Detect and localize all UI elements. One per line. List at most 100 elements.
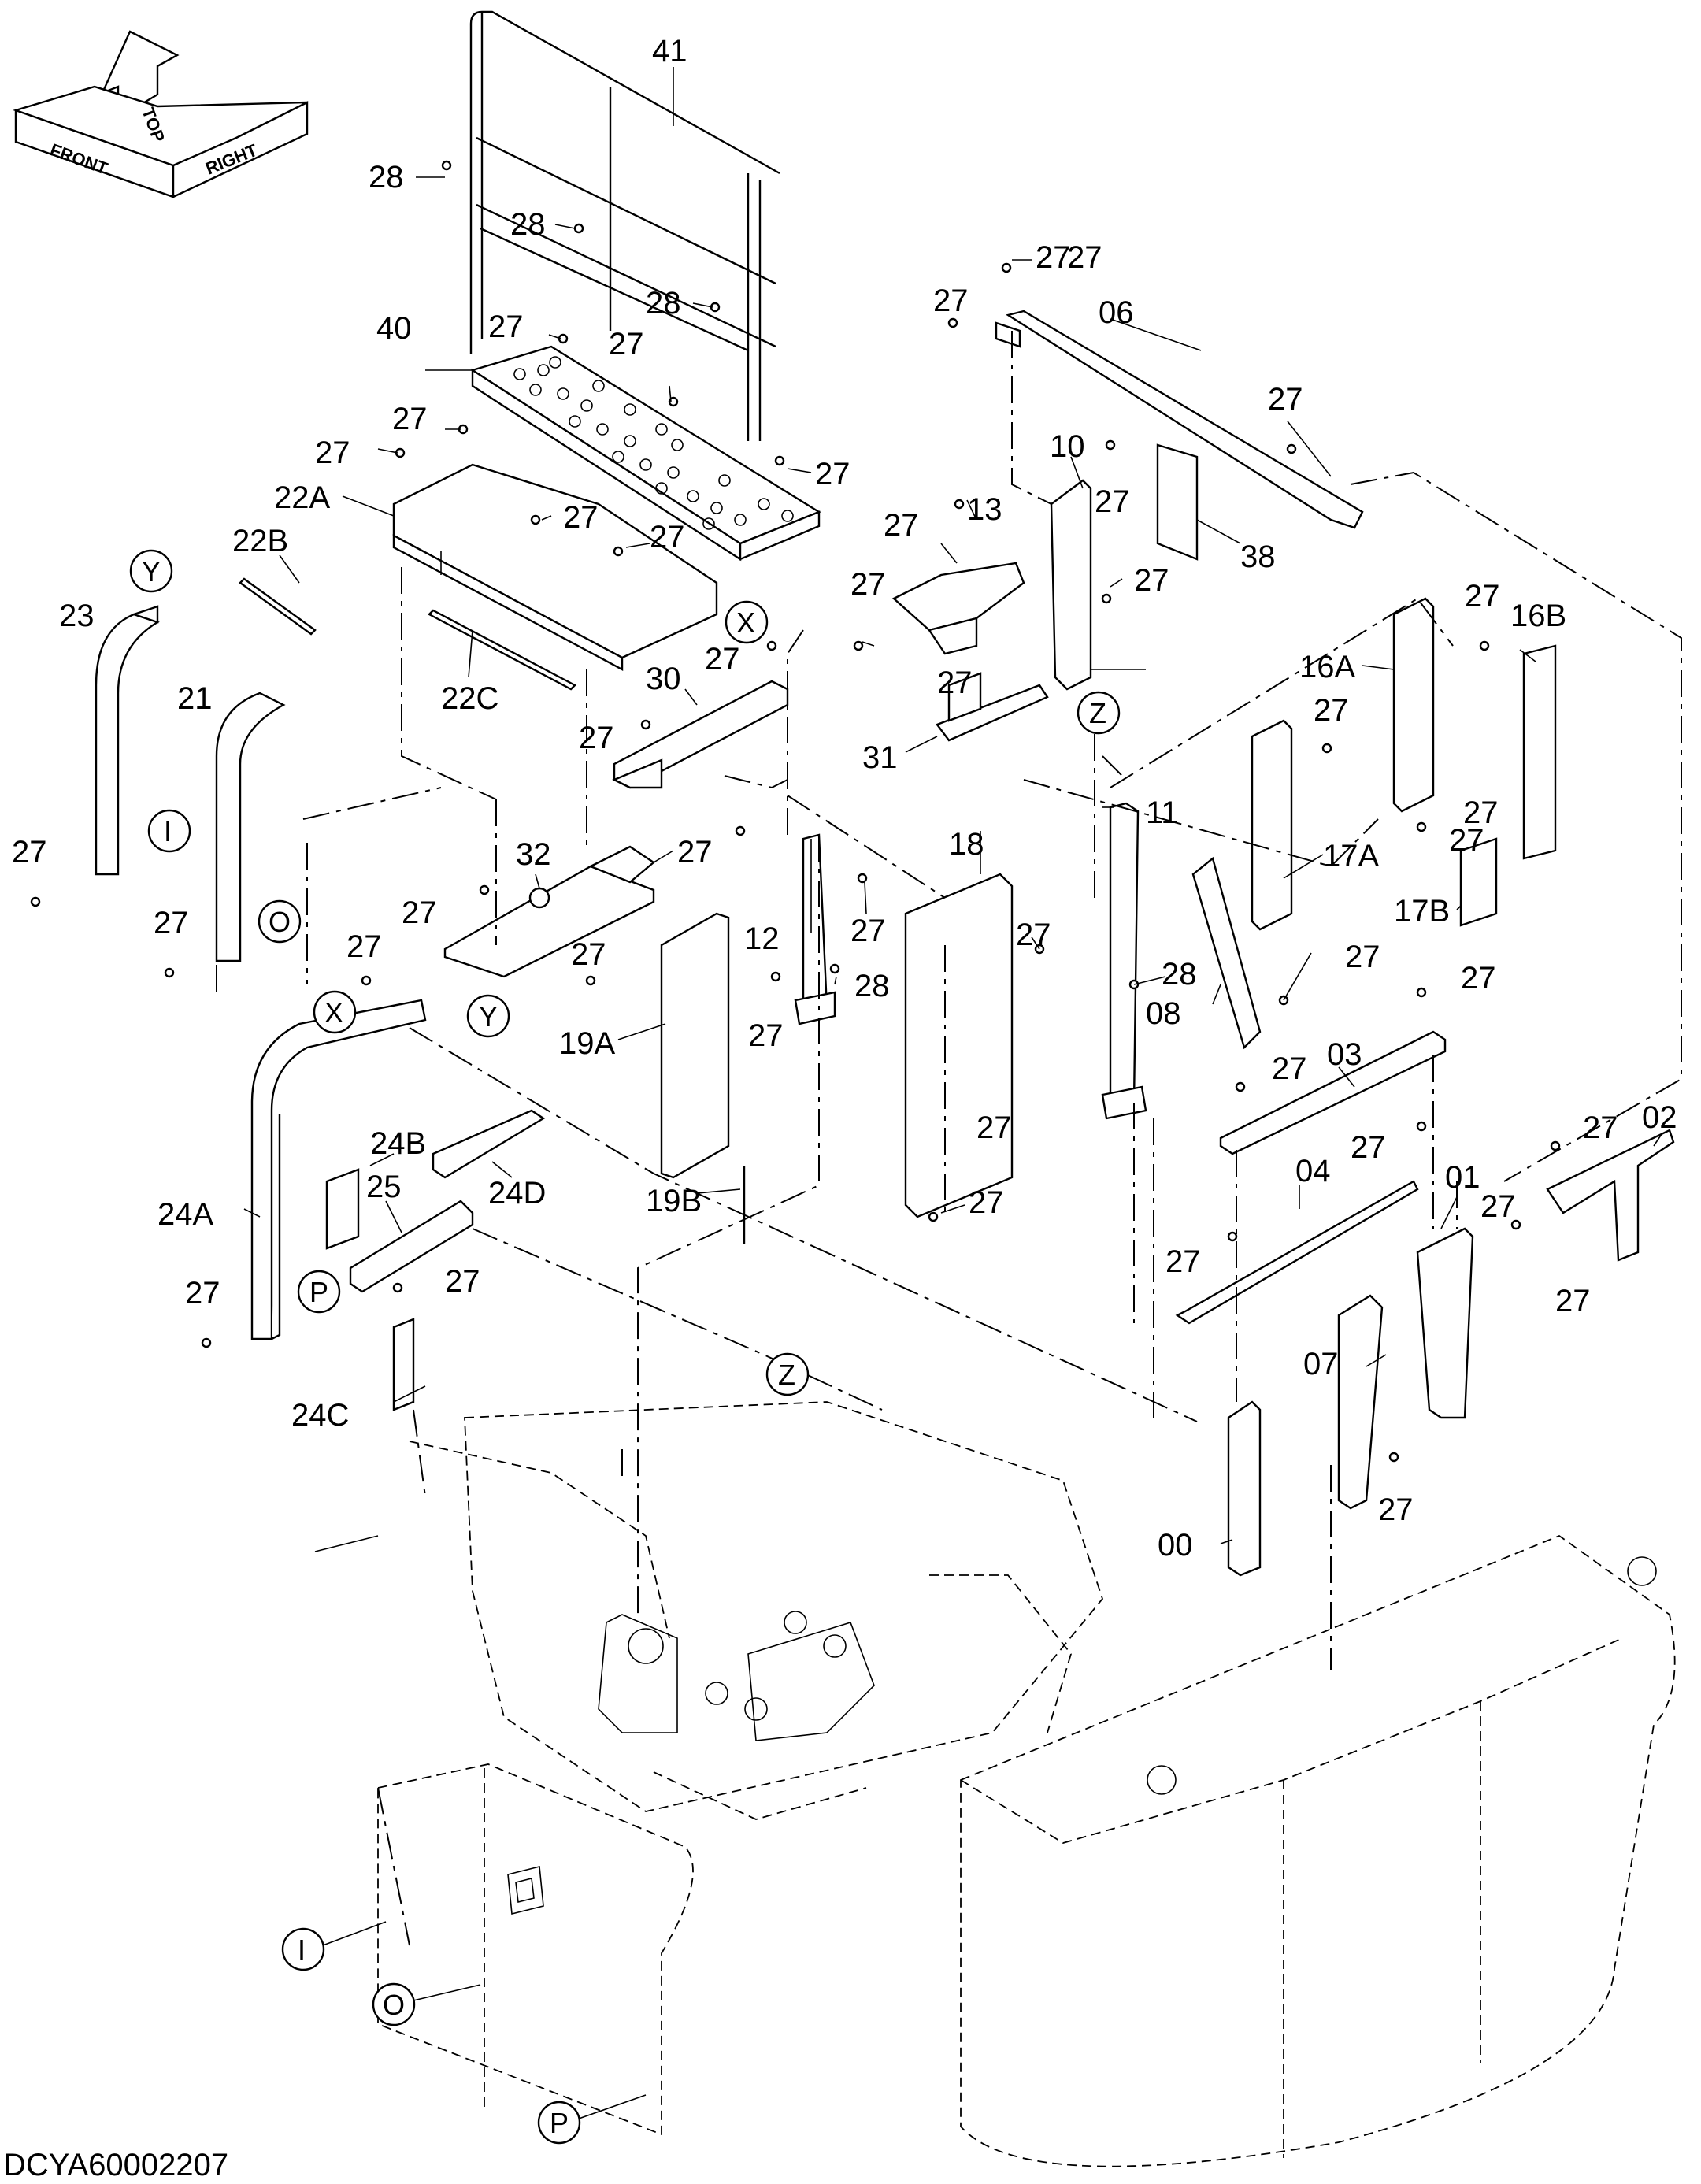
callout-labels: 41 28 28 28 27 27 27 27 27 27 27 27 40 2… [12, 34, 1677, 1563]
callout-27: 27 [315, 436, 350, 470]
callout-27: 27 [1036, 240, 1071, 275]
marker-z-top: Z [1077, 691, 1121, 735]
part-38-plate [1156, 443, 1199, 561]
svg-text:27: 27 [1465, 579, 1500, 614]
callout-27: 27 [579, 721, 614, 755]
callout-30: 30 [646, 662, 681, 696]
svg-text:27: 27 [969, 1185, 1004, 1220]
svg-text:27: 27 [1555, 1284, 1591, 1318]
callout-12: 12 [744, 921, 780, 956]
svg-text:P: P [550, 2107, 569, 2139]
callout-28: 28 [854, 969, 890, 1003]
marker-y-top: Y [129, 549, 173, 593]
svg-text:27: 27 [677, 835, 713, 870]
callout-01: 01 [1445, 1160, 1480, 1195]
svg-text:I: I [298, 1934, 306, 1966]
diagram-id: DCYA60002207 [3, 2148, 228, 2182]
svg-text:Y: Y [142, 555, 161, 588]
callout-22a: 22A [274, 480, 330, 515]
callout-27: 27 [815, 457, 850, 491]
part-06-beam [995, 310, 1364, 529]
part-13-step [891, 562, 1025, 655]
callout-38: 38 [1240, 540, 1276, 574]
callout-24c: 24C [291, 1398, 349, 1433]
marker-y-mid: Y [466, 994, 510, 1038]
part-16a-plate [1392, 597, 1435, 813]
callout-40: 40 [376, 311, 412, 346]
part-12-post [794, 833, 836, 1025]
exploded-leader-lines [216, 331, 1682, 1946]
callout-27: 27 [884, 508, 919, 543]
callout-23: 23 [59, 599, 94, 633]
marker-z-lower: Z [765, 1352, 810, 1396]
svg-text:27: 27 [346, 929, 382, 964]
callout-32: 32 [516, 837, 551, 872]
marker-x-mid: X [313, 990, 357, 1034]
callout-27: 27 [609, 327, 644, 362]
callout-27: 27 [850, 567, 886, 602]
callout-28: 28 [369, 160, 404, 195]
part-08-brace [1191, 856, 1262, 1050]
part-00-post [1227, 1400, 1262, 1577]
bolt-markers [30, 160, 1561, 1463]
callout-27: 27 [650, 520, 685, 554]
svg-text:27: 27 [1016, 918, 1051, 952]
callout-21: 21 [177, 681, 213, 716]
callout-00: 00 [1158, 1528, 1193, 1563]
callout-27: 27 [488, 310, 524, 344]
svg-text:27: 27 [1583, 1111, 1618, 1145]
callout-22c: 22C [441, 681, 498, 716]
part-17a-plate [1251, 719, 1293, 931]
marker-i-lower: I [281, 1927, 325, 1971]
part-01-bracket [1416, 1227, 1474, 1419]
callout-11: 11 [1146, 795, 1179, 830]
part-04-bar [1175, 1180, 1419, 1325]
callout-24d: 24D [488, 1176, 546, 1211]
svg-text:X: X [324, 996, 343, 1029]
part-16b-pad [1522, 644, 1557, 860]
part-11-post [1101, 802, 1147, 1120]
marker-p-mid: P [297, 1270, 341, 1314]
svg-text:27: 27 [850, 914, 886, 948]
svg-text:27: 27 [571, 937, 606, 972]
side-cover [377, 1763, 694, 2136]
svg-text:27: 27 [1480, 1189, 1516, 1224]
svg-text:27: 27 [1345, 940, 1380, 974]
part-24b-pad [325, 1168, 360, 1250]
part-24d-pad [432, 1109, 546, 1179]
callout-24a: 24A [158, 1197, 213, 1232]
callout-27: 27 [1268, 382, 1303, 417]
svg-text:27: 27 [445, 1264, 480, 1299]
svg-text:27: 27 [1067, 240, 1102, 275]
part-02-bracket [1546, 1129, 1675, 1262]
part-30-beam [612, 680, 789, 789]
callout-10: 10 [1050, 429, 1085, 464]
part-22a-floor-plate [392, 463, 718, 672]
callout-17b: 17B [1394, 894, 1450, 929]
callout-08: 08 [1146, 996, 1181, 1031]
part-19a-plate [660, 912, 730, 1179]
part-23-pillar [94, 605, 160, 876]
callout-41: 41 [652, 34, 687, 69]
svg-text:27: 27 [1378, 1492, 1414, 1527]
svg-text:27: 27 [12, 835, 47, 870]
svg-text:27: 27 [748, 1018, 784, 1053]
svg-text:27: 27 [1166, 1244, 1201, 1279]
callout-13: 13 [967, 492, 1002, 527]
marker-o-lower: O [372, 1982, 416, 2026]
part-41-handrail [469, 10, 780, 441]
part-17b-pad [1459, 837, 1498, 927]
svg-text:27: 27 [402, 895, 437, 930]
part-21-pillar [215, 692, 286, 962]
svg-text:I: I [164, 815, 172, 847]
callout-19a: 19A [559, 1026, 615, 1061]
part-31-bracket [936, 672, 1049, 742]
part-03-bar [1219, 1030, 1447, 1155]
part-18-plate [904, 873, 1014, 1218]
callout-02: 02 [1642, 1100, 1677, 1135]
svg-text:27: 27 [185, 1276, 220, 1311]
callout-27: 27 [1095, 484, 1130, 519]
part-24a-frame [250, 999, 427, 1340]
callout-17a: 17A [1323, 839, 1379, 873]
